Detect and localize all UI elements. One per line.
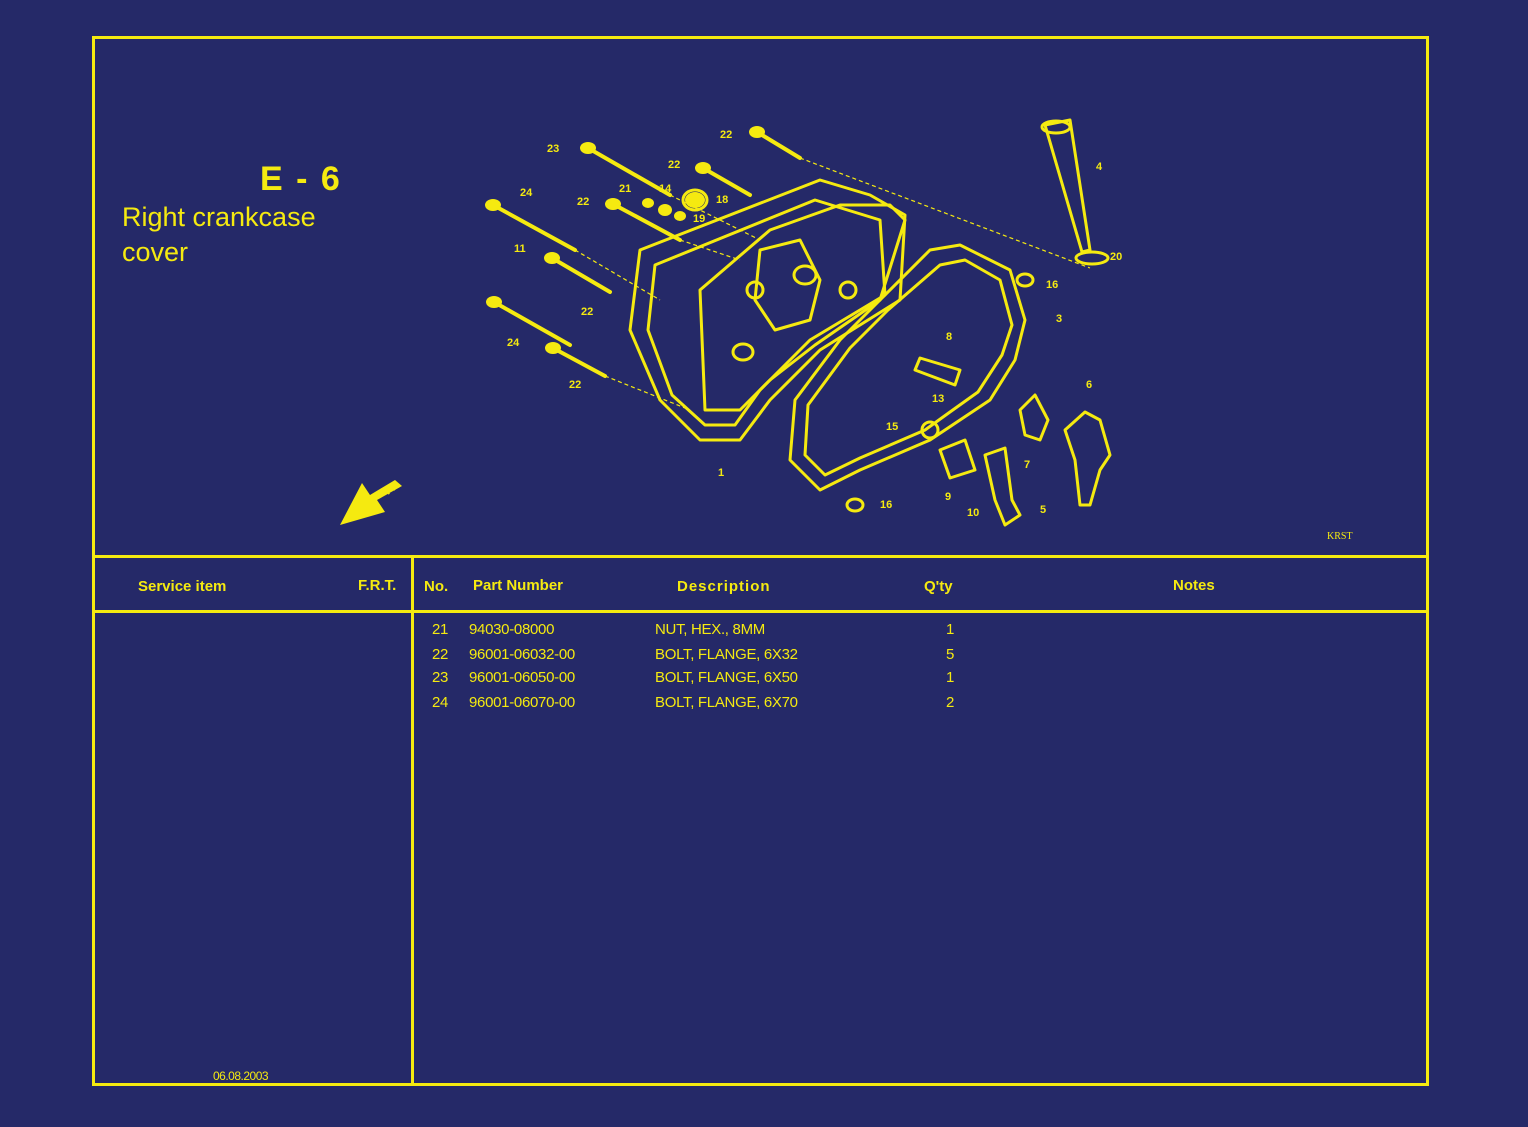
- part-callout-22: 22: [577, 196, 589, 208]
- row-part-number: 96001-06050-00: [469, 669, 575, 686]
- part-callout-19: 19: [693, 213, 705, 225]
- part-callout-14: 14: [659, 183, 672, 195]
- part-callout-24: 24: [507, 337, 520, 349]
- row-description: BOLT, FLANGE, 6X50: [655, 669, 798, 686]
- diagram-image-code: KRST: [1327, 531, 1353, 542]
- part-callout-5: 5: [1040, 504, 1046, 516]
- table-top-rule: [92, 555, 1429, 558]
- row-part-number: 94030-08000: [469, 621, 555, 638]
- part-callout-8: 8: [946, 331, 952, 343]
- row-qty: 1: [946, 621, 955, 638]
- header-description: Description: [677, 578, 771, 595]
- part-callout-23: 23: [547, 143, 559, 155]
- row-qty: 5: [946, 646, 955, 663]
- row-no: 24: [432, 694, 449, 711]
- table-column-divider: [411, 555, 414, 1086]
- part-callout-1: 1: [718, 467, 724, 479]
- part-callout-16: 16: [1046, 279, 1058, 291]
- part-callout-4: 4: [1096, 161, 1103, 173]
- row-part-number: 96001-06070-00: [469, 694, 575, 711]
- row-qty: 1: [946, 669, 955, 686]
- part-callout-13: 13: [932, 393, 944, 405]
- part-callout-16: 16: [880, 499, 892, 511]
- part-callout-20: 20: [1110, 251, 1122, 263]
- section-code: E - 6: [260, 160, 342, 198]
- part-callout-10: 10: [967, 507, 979, 519]
- row-description: NUT, HEX., 8MM: [655, 621, 765, 638]
- row-no: 23: [432, 669, 449, 686]
- part-callout-24: 24: [520, 187, 533, 199]
- header-qty: Q'ty: [924, 578, 953, 595]
- row-description: BOLT, FLANGE, 6X70: [655, 694, 798, 711]
- header-part-number: Part Number: [473, 577, 564, 594]
- part-callout-7: 7: [1024, 459, 1030, 471]
- row-description: BOLT, FLANGE, 6X32: [655, 646, 798, 663]
- front-direction-arrow: FR: [340, 479, 402, 525]
- row-no: 21: [432, 621, 449, 638]
- part-callout-9: 9: [945, 491, 951, 503]
- part-callout-6: 6: [1086, 379, 1092, 391]
- header-no: No.: [424, 578, 449, 595]
- sheet-date: 06.08.2003: [213, 1069, 269, 1083]
- part-callout-21: 21: [619, 183, 631, 195]
- section-title: Right crankcase cover: [122, 202, 316, 267]
- part-callout-22: 22: [569, 379, 581, 391]
- header-frt: F.R.T.: [358, 577, 397, 594]
- row-part-number: 96001-06032-00: [469, 646, 575, 663]
- table-header-rule: [92, 610, 1429, 613]
- part-callout-15: 15: [886, 421, 898, 433]
- header-notes: Notes: [1173, 577, 1215, 594]
- part-callout-22: 22: [668, 159, 680, 171]
- parts-sheet-frame: [92, 36, 1429, 1086]
- header-service-item: Service item: [138, 578, 227, 595]
- part-callout-22: 22: [581, 306, 593, 318]
- row-qty: 2: [946, 694, 955, 711]
- part-callout-22: 22: [720, 129, 732, 141]
- part-callout-11: 11: [514, 243, 526, 255]
- part-callout-3: 3: [1056, 313, 1062, 325]
- row-no: 22: [432, 646, 449, 663]
- part-callout-18: 18: [716, 194, 728, 206]
